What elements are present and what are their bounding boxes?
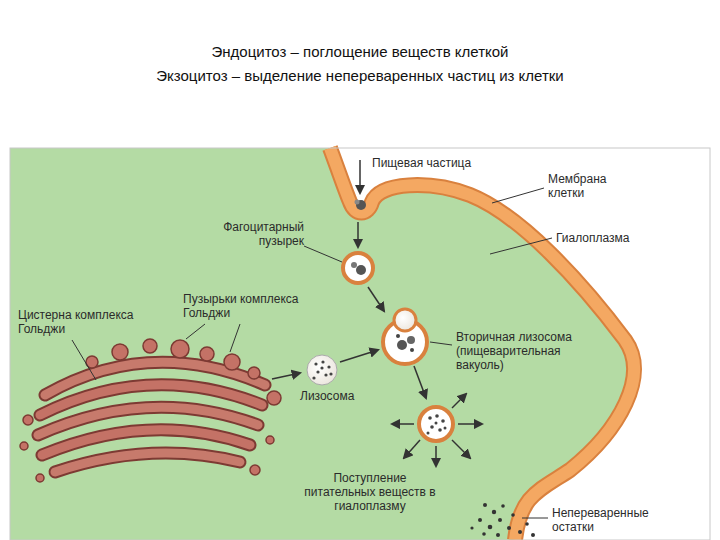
arrow [357, 222, 359, 247]
food-particle [397, 340, 407, 350]
hyaloplasm-ground [10, 148, 710, 540]
arrow [272, 373, 300, 379]
enzyme-dot [410, 348, 414, 352]
food-particle [407, 336, 415, 344]
arrow [414, 366, 426, 398]
food-particle [351, 262, 357, 268]
secondary-lysosome [394, 309, 416, 331]
food-particle [355, 200, 360, 205]
part-label: Непереваренные остатки [552, 506, 664, 534]
part-label: Фагоцитарный пузырек [212, 220, 304, 248]
undigested-remains [470, 503, 535, 537]
part-label: Поступление питательных веществ в гиалоп… [300, 471, 440, 513]
title: Эндоцитоз – поглощение веществ клеткой [0, 42, 720, 62]
part-label: Гиалоплазма [556, 231, 666, 245]
digest-dots [427, 414, 447, 434]
arrow [368, 287, 384, 311]
part-label: Пищевая частица [372, 156, 492, 170]
part-label: Лизосома [300, 389, 380, 403]
arrow [340, 350, 378, 362]
enzyme-dots [312, 360, 332, 379]
phagocytic-vesicle [343, 253, 373, 283]
part-label: Вторичная лизосома (пищеварительная ваку… [456, 330, 580, 372]
golgi-vesicles [20, 339, 281, 482]
arrow [359, 160, 361, 193]
digestive-vacuole [419, 407, 453, 441]
subtitle: Экзоцитоз – выделение непереваренных час… [0, 66, 720, 86]
part-label: Мембрана клетки [548, 172, 620, 200]
lysosome [307, 355, 337, 385]
food-particle [356, 265, 366, 275]
enzyme-dot [396, 334, 400, 338]
part-label: Цистерна комплекса Гольджи [18, 308, 150, 336]
golgi-cisternae [38, 362, 265, 472]
part-label: Пузырьки комплекса Гольджи [183, 292, 309, 320]
nutrient-arrows [392, 394, 482, 466]
frame [10, 148, 710, 540]
